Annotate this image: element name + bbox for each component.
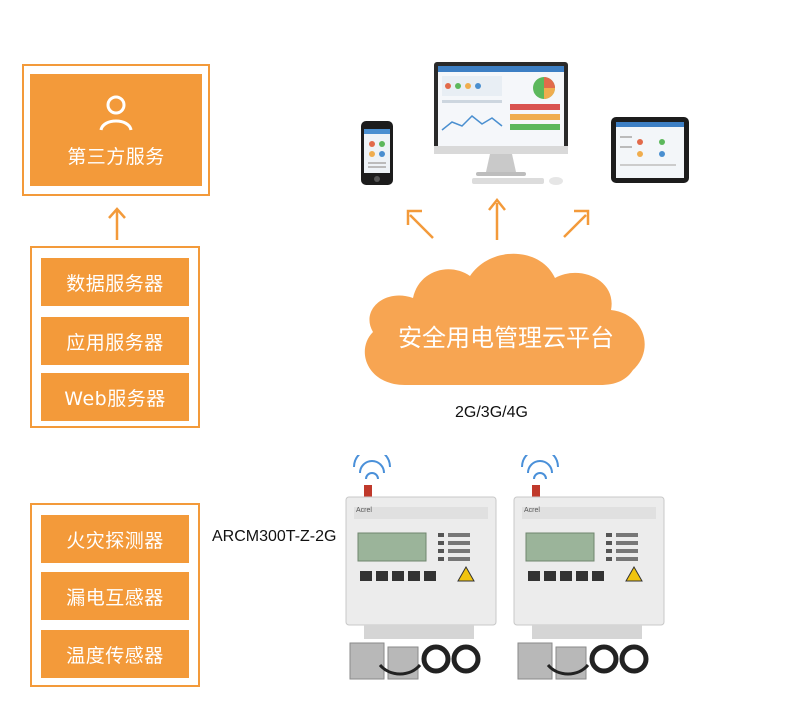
fire-detector-box: 火灾探测器 — [41, 515, 189, 563]
device-brand-label: Acrel — [524, 507, 540, 514]
device-brand-label: Acrel — [356, 507, 372, 514]
monitoring-device-1: Acrel — [340, 448, 500, 685]
cloud-platform-label: 安全用电管理云平台 — [398, 324, 614, 352]
network-label: 2G/3G/4G — [455, 404, 528, 421]
app-server-box: 应用服务器 — [41, 317, 189, 365]
web-server-box: Web服务器 — [41, 373, 189, 421]
monitoring-device-2: Acrel — [508, 448, 668, 685]
arrows-to-devices — [406, 197, 590, 240]
up-arrow-icon — [108, 207, 126, 240]
phone-icon — [361, 121, 393, 185]
data-server-box: 数据服务器 — [41, 258, 189, 306]
device-model-label: ARCM300T-Z-2G — [212, 528, 337, 545]
leakage-transformer-box: 漏电互感器 — [41, 572, 189, 620]
arrow-to-tablet — [563, 214, 587, 238]
device-icon — [345, 448, 497, 680]
cloud-platform-icon — [364, 253, 645, 385]
third-party-label: 第三方服务 — [67, 145, 165, 168]
third-party-box: 第三方服务 — [30, 74, 202, 186]
desktop-monitor-icon — [434, 62, 568, 185]
temperature-sensor-box: 温度传感器 — [41, 630, 189, 678]
tablet-icon — [611, 117, 689, 183]
arrow-to-phone — [409, 214, 434, 239]
device-icon — [513, 448, 665, 680]
user-icon — [99, 95, 133, 131]
